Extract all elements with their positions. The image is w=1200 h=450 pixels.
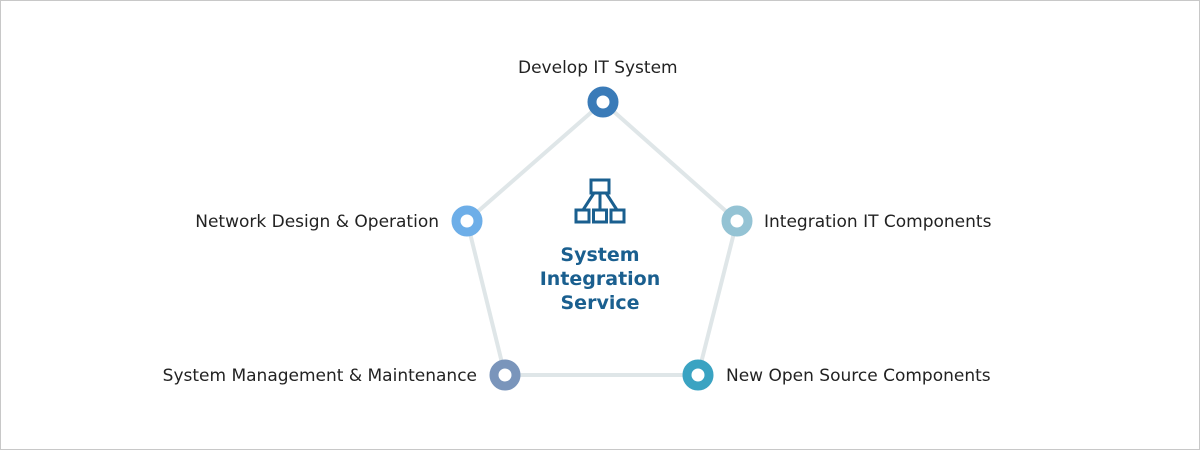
pentagon-edges <box>464 99 740 377</box>
node-label-new-open-source-components: New Open Source Components <box>726 366 991 386</box>
node-new-open-source-components <box>682 359 714 391</box>
center-title: System Integration Service <box>520 243 680 315</box>
node-integration-it-components <box>721 205 753 237</box>
center-title-line: System <box>560 244 640 266</box>
center-title-line: Integration <box>539 268 661 290</box>
node-network-design-operation <box>451 205 483 237</box>
hierarchy-icon <box>574 178 626 230</box>
node-label-system-management-maintenance: System Management & Maintenance <box>162 366 477 386</box>
center-title-line: Service <box>560 292 640 314</box>
node-system-management-maintenance <box>489 359 521 391</box>
node-develop-it-system <box>587 86 619 118</box>
node-label-integration-it-components: Integration IT Components <box>764 212 992 232</box>
node-label-develop-it-system: Develop IT System <box>518 58 678 78</box>
node-label-network-design-operation: Network Design & Operation <box>195 212 439 232</box>
